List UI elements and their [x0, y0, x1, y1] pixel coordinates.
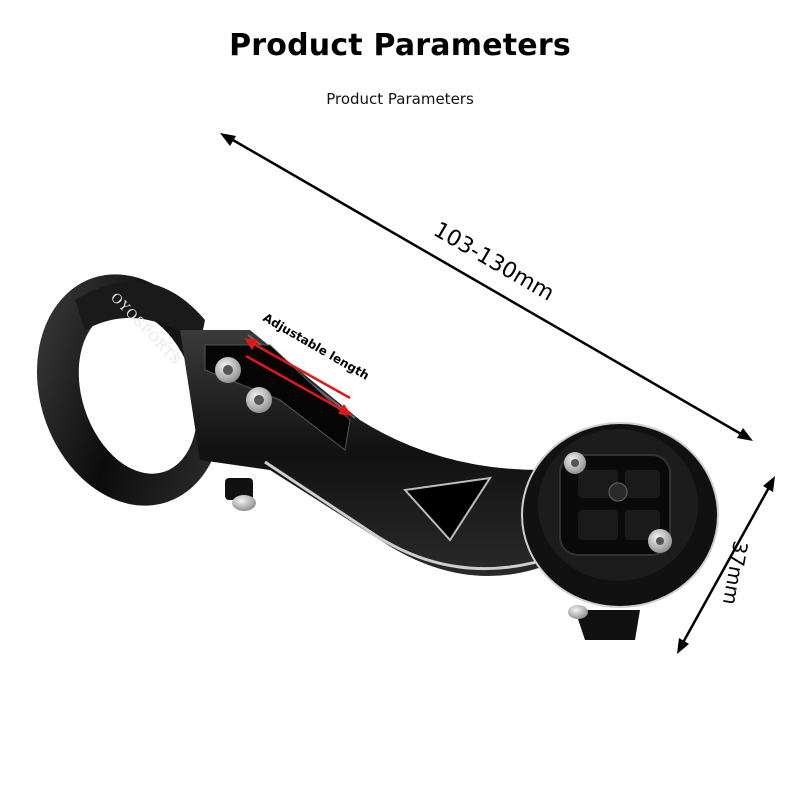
mount-screw-icon [564, 452, 672, 553]
length-label: 103-130mm [429, 218, 558, 307]
computer-mount [521, 422, 719, 640]
height-label: 37mm [718, 539, 753, 607]
handlebar-clamp [36, 274, 256, 511]
height-dimension-arrow [677, 476, 775, 654]
page-title: Product Parameters [229, 28, 571, 63]
adjustable-length-arrows [244, 338, 352, 416]
extension-arm [180, 330, 561, 576]
length-dimension-arrow [220, 133, 753, 441]
page-subtitle: Product Parameters [326, 90, 474, 108]
arm-screw-icon [215, 357, 272, 413]
